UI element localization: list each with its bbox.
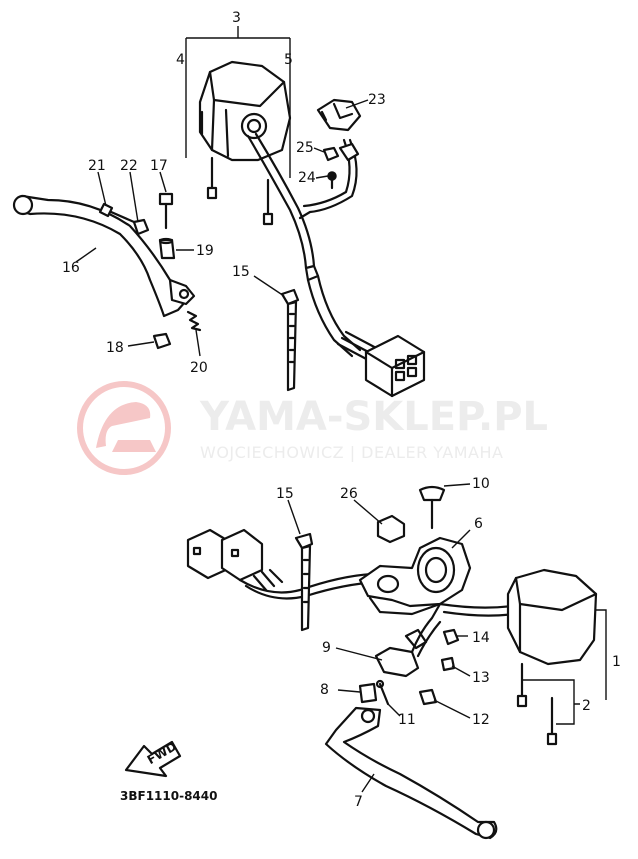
connector-lower-left [186,528,264,582]
callout-26: 26 [340,486,358,502]
bolt-17 [158,192,174,230]
callout-25: 25 [296,140,314,156]
cable-tie-lower [294,532,314,632]
switch-housing-right [506,568,598,666]
callout-19: 19 [196,243,214,259]
callout-8: 8 [320,682,329,698]
housing-screw-left [206,156,218,200]
pivot-bolt-21 [98,202,136,224]
callout-15-bottom: 15 [276,486,294,502]
callout-1: 1 [612,654,621,670]
nut-22 [132,218,150,236]
bolt-24 [327,171,337,190]
bolt-13 [440,656,456,672]
callout-3: 3 [232,10,241,26]
clutch-switch-23 [316,98,362,162]
callout-13: 13 [472,670,490,686]
callout-18: 18 [106,340,124,356]
spring-20 [186,310,202,332]
callout-15-top: 15 [232,264,250,280]
callout-2: 2 [582,698,591,714]
pin-11 [375,679,390,706]
callout-16: 16 [62,260,80,276]
callout-4: 4 [176,52,185,68]
brake-switch-9 [374,602,442,678]
cable-tie-upper [280,288,300,392]
callout-5: 5 [284,52,293,68]
callout-14: 14 [472,630,490,646]
nut-14 [442,628,460,646]
callout-12: 12 [472,712,490,728]
callout-9: 9 [322,640,331,656]
cap-18 [152,332,172,350]
switch-screw-a [516,662,528,708]
housing-screw-right [262,178,274,226]
collar-8 [358,682,378,704]
wire-to-right-switch [438,602,516,617]
watermark-logo [77,381,171,475]
switch-screw-b [546,696,558,746]
screw-10 [418,485,446,530]
callout-17: 17 [150,158,168,174]
watermark: YAMA-SKLEP.PL WOJCIECHOWICZ | DEALER YAM… [77,381,548,475]
plug-26 [376,514,406,544]
cap-12 [418,688,438,706]
diagram-code: 3BF1110-8440 [120,789,217,803]
throttle-housing-6 [358,536,472,616]
lever-16 [12,194,196,318]
callout-24: 24 [298,170,316,186]
callout-6: 6 [474,516,483,532]
collar-19 [158,237,176,260]
leader-lines [75,26,607,793]
callout-labels: 3 4 5 23 25 24 21 22 17 19 16 15 18 20 1… [62,10,621,810]
fwd-direction-badge: FWD [124,739,182,778]
callout-22: 22 [120,158,138,174]
watermark-subtitle: WOJCIECHOWICZ | DEALER YAMAHA [200,443,503,462]
callout-20: 20 [190,360,208,376]
callout-23: 23 [368,92,386,108]
callout-21: 21 [88,158,106,174]
nut-25 [322,146,340,162]
callout-7: 7 [354,794,363,810]
wire-harness-upper [246,132,426,398]
switch-housing-upper [198,60,292,162]
callout-11: 11 [398,712,416,728]
callout-10: 10 [472,476,490,492]
watermark-title: YAMA-SKLEP.PL [199,394,548,440]
lever-7 [324,706,498,840]
